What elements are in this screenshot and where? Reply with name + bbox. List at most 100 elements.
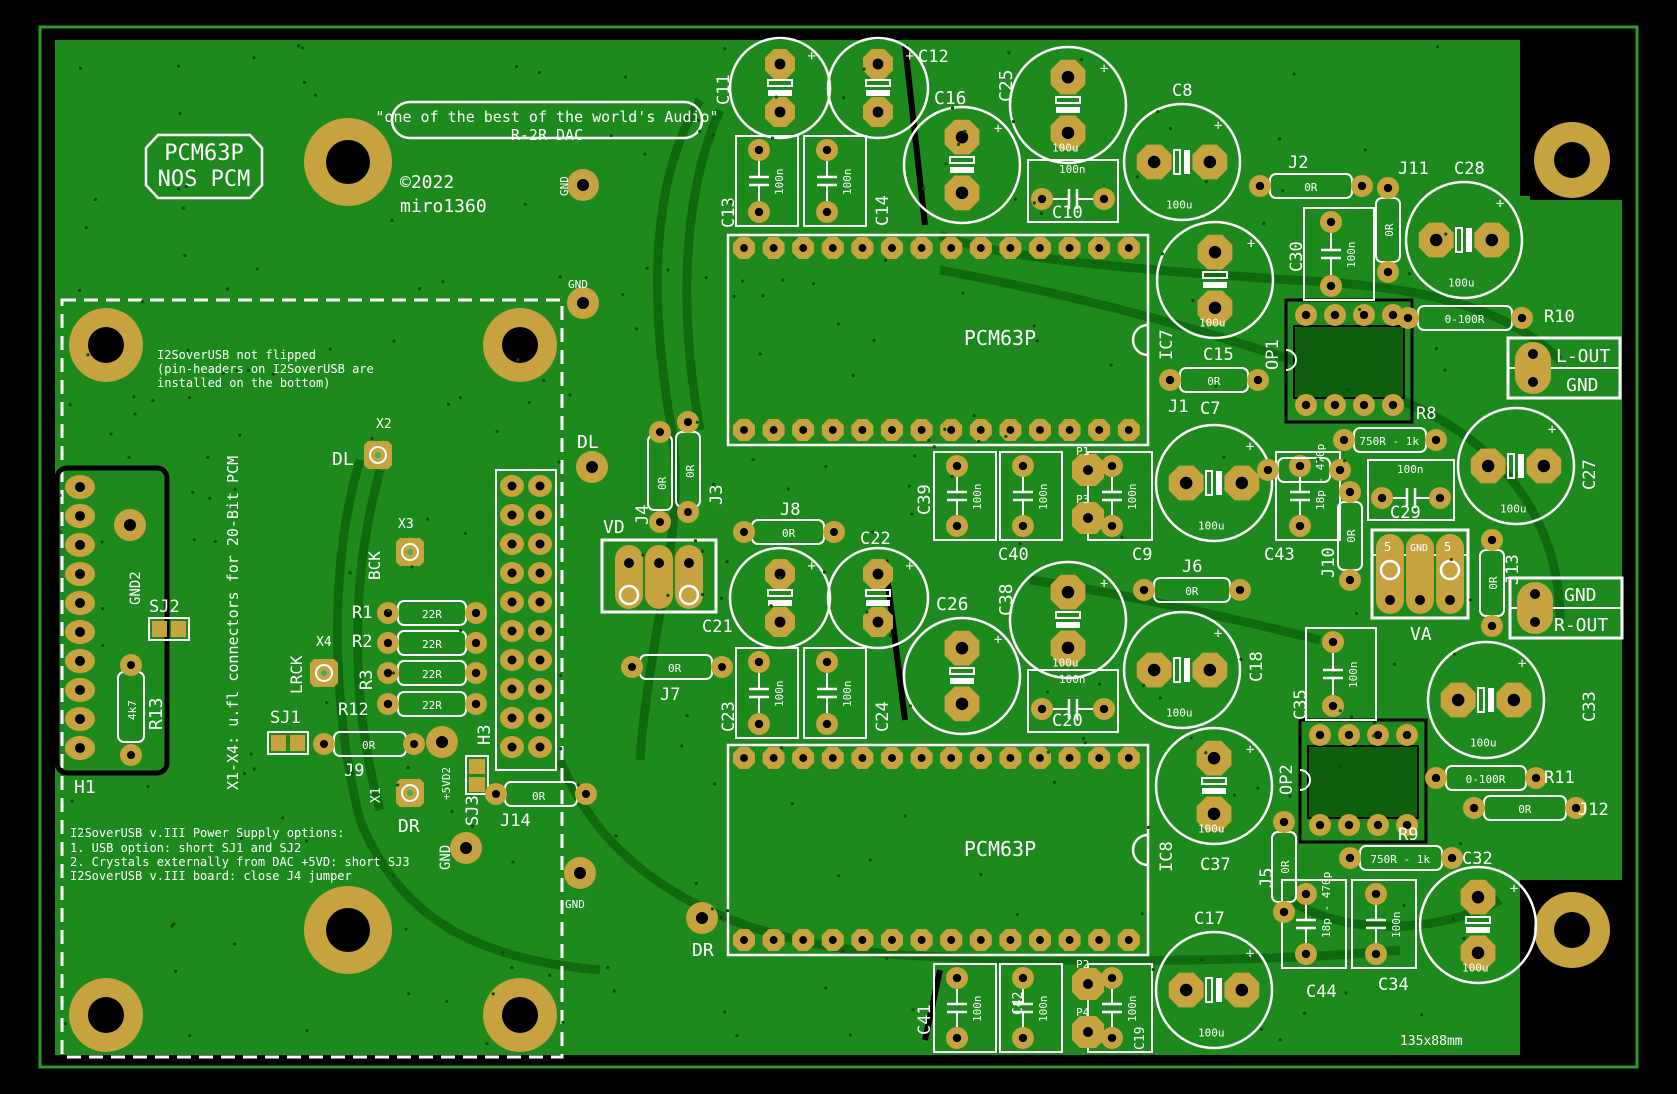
polarity-mark: + — [1214, 626, 1222, 642]
svg-text:0R: 0R — [684, 464, 697, 478]
cap-value: 100u — [1198, 519, 1225, 532]
cap-value: 100n — [841, 681, 854, 708]
bck-label: BCK — [365, 551, 384, 580]
cap-value: 100n — [1390, 912, 1403, 939]
cap-value: 100n — [1347, 662, 1360, 689]
polarity-mark: + — [1246, 439, 1254, 455]
polarity-mark: + — [994, 632, 1002, 648]
svg-text:C34: C34 — [1378, 975, 1409, 995]
svg-text:C38: C38 — [996, 583, 1017, 616]
vd-label: VD — [603, 517, 625, 538]
title-line1: PCM63P — [164, 141, 243, 166]
j9-jumper: 0R — [313, 731, 425, 757]
gnd-label-1: GND — [558, 176, 571, 196]
polarity-mark: + — [1548, 422, 1556, 438]
gnd-label-2: GND — [568, 278, 588, 291]
ic7-part: PCM63P — [964, 326, 1036, 350]
slogan-line2: R-2R DAC — [511, 126, 583, 144]
svg-text:R9: R9 — [1398, 825, 1418, 845]
p3-label: P3 — [1076, 493, 1089, 506]
res-value: 0R — [1518, 803, 1532, 816]
p4-label: P4 — [1076, 1006, 1090, 1019]
svg-text:C20: C20 — [1052, 711, 1083, 731]
h3-header — [500, 475, 552, 758]
slogan-line1: "one of the best of the world's Audio" — [375, 108, 718, 126]
h1-header — [65, 475, 95, 760]
svg-text:C29: C29 — [1390, 503, 1421, 523]
res-value: 0R — [1487, 576, 1500, 590]
cap-value: 100n — [1037, 996, 1050, 1023]
gnd2-label: GND2 — [128, 571, 144, 605]
op2-ref: OP2 — [1277, 764, 1297, 795]
res-value: 0R — [1207, 375, 1221, 388]
svg-text:J12: J12 — [1578, 800, 1609, 820]
sj1-label: SJ1 — [270, 708, 301, 728]
svg-text:C13: C13 — [719, 197, 739, 228]
cap-value: 100u — [1470, 736, 1497, 749]
ic8-part: PCM63P — [964, 837, 1036, 861]
svg-text:C39: C39 — [915, 484, 935, 515]
note-flip-2: (pin-headers on I2SoverUSB are — [157, 362, 374, 376]
svg-text:J11: J11 — [1398, 159, 1429, 179]
h3-label: H3 — [475, 725, 495, 745]
note-ufl: X1-X4: u.fl connectors for 20-Bit PCM — [224, 456, 242, 790]
resistor-value: 22R — [422, 608, 442, 621]
p1-label: P1 — [1076, 445, 1089, 458]
x4-label: X4 — [316, 635, 332, 650]
svg-text:C40: C40 — [998, 545, 1029, 565]
gnd-testpoints — [450, 169, 599, 889]
ic8-outline — [726, 743, 1150, 957]
lrck-label: LRCK — [287, 655, 306, 694]
x3-label: X3 — [398, 517, 414, 532]
r1-label: R1 — [352, 603, 372, 623]
op2-pins — [1309, 724, 1418, 836]
svg-text:C23: C23 — [719, 701, 739, 732]
svg-text:R8: R8 — [1416, 404, 1436, 424]
ic7-pins — [733, 237, 1140, 441]
gnd-label-4: GND — [438, 845, 454, 870]
dl-label: DL — [577, 432, 599, 453]
board-outline — [38, 25, 1639, 1069]
svg-text:J1: J1 — [1168, 397, 1188, 417]
svg-text:C42: C42 — [1011, 992, 1026, 1015]
plus5vd2-label: +5VD2 — [440, 767, 453, 800]
svg-text:C26: C26 — [936, 594, 969, 615]
l-out-label: L-OUT — [1556, 346, 1610, 367]
sj2-outline — [148, 617, 190, 641]
svg-text:0R: 0R — [668, 662, 682, 675]
j8-label: J8 — [780, 500, 800, 520]
svg-text:C41: C41 — [915, 1004, 935, 1035]
svg-text:C44: C44 — [1306, 982, 1337, 1002]
polarity-mark: + — [1214, 118, 1222, 134]
cap-value: 100n — [1126, 996, 1139, 1023]
cap-value: 100n — [971, 484, 984, 511]
note-flip-3: installed on the bottom) — [157, 376, 330, 390]
res-value: 750R - 1k — [1370, 853, 1430, 866]
svg-text:C14: C14 — [873, 195, 893, 226]
cap-value: 100u — [1198, 1026, 1225, 1039]
l-out-gnd-label: GND — [1566, 375, 1599, 396]
svg-text:C27: C27 — [1580, 459, 1600, 490]
x1-label: X1 — [369, 787, 384, 803]
sj1-outline — [267, 731, 309, 755]
film-capacitors: 100n 100n 100n 100n 100n 100n 100n 100n 18p - 47… — [735, 135, 1455, 1053]
cap-value: 100n — [1037, 484, 1050, 511]
title-line2: NOS PCM — [158, 167, 251, 192]
cap-value: 100n — [1126, 484, 1139, 511]
svg-text:C43: C43 — [1264, 545, 1295, 565]
cap-value: 100u — [1198, 822, 1225, 835]
note-power-2: 1. USB option: short SJ1 and SJ2 — [70, 841, 301, 855]
cap-value: 100n — [1397, 463, 1424, 476]
svg-text:0R: 0R — [532, 790, 546, 803]
r13-label: R13 — [146, 697, 167, 730]
cap-value: 100n — [971, 996, 984, 1023]
cap-value: 100u — [1052, 141, 1079, 154]
cap-value: 18p - 470p — [1320, 872, 1333, 938]
polarity-mark: + — [1100, 61, 1108, 77]
svg-text:C28: C28 — [1454, 159, 1485, 179]
svg-text:R10: R10 — [1544, 307, 1575, 327]
svg-text:0R: 0R — [782, 527, 796, 540]
j4-jumper: 0R — [647, 421, 673, 533]
svg-text:C8: C8 — [1172, 81, 1192, 101]
